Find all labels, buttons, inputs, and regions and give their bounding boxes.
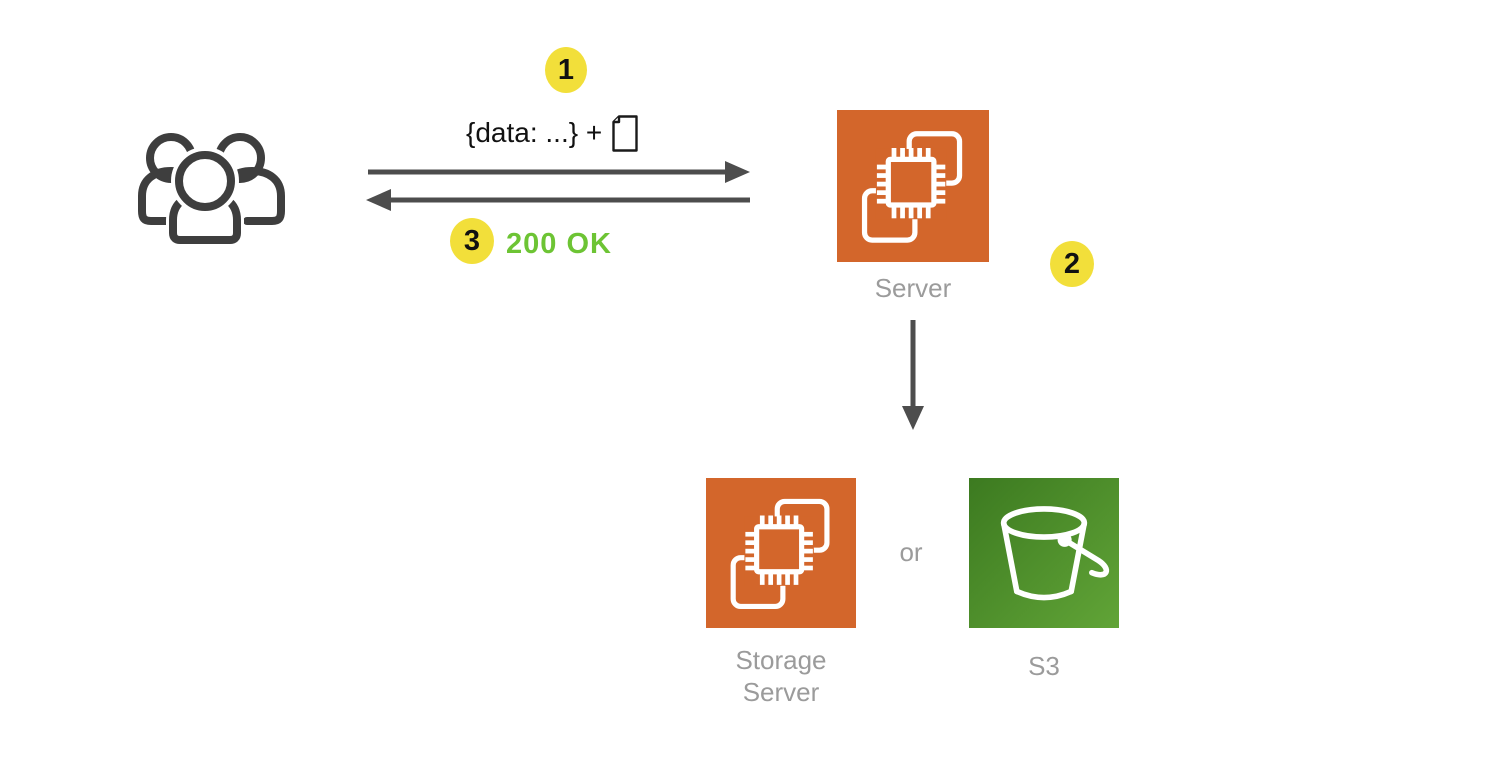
step-2-badge: 2 xyxy=(1050,241,1094,287)
document-icon xyxy=(612,114,638,152)
step-1-badge: 1 xyxy=(545,47,587,93)
users-group-icon xyxy=(138,133,285,245)
s3-bucket-icon xyxy=(969,478,1119,628)
request-payload: {data: ...} + xyxy=(466,112,638,154)
storage-server-label: Storage Server xyxy=(705,644,857,708)
server-ec2-icon xyxy=(836,110,990,262)
response-status-label: 200 OK xyxy=(506,228,612,260)
storage-server-label-line2: Server xyxy=(742,677,820,707)
storage-server-label-line1: Storage xyxy=(735,645,827,675)
s3-label: S3 xyxy=(1028,651,1060,681)
server-label: Server xyxy=(874,273,952,303)
request-arrow xyxy=(368,161,750,183)
server-to-storage-arrow xyxy=(902,320,924,430)
or-label: or xyxy=(899,537,923,567)
step-3-badge: 3 xyxy=(450,218,494,264)
request-payload-label: {data: ...} + xyxy=(466,117,603,148)
storage-server-ec2-icon xyxy=(705,478,857,628)
response-arrow xyxy=(366,189,750,211)
